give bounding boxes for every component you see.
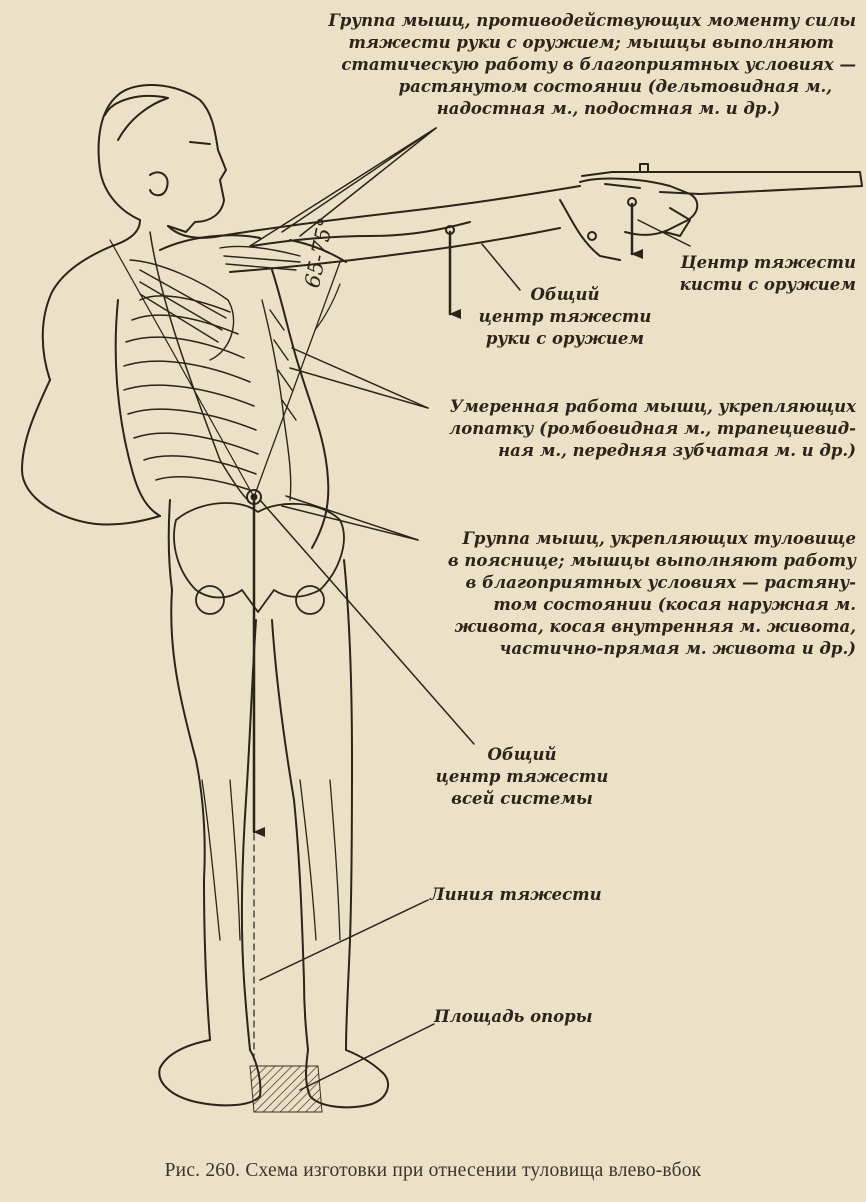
label-line: руки с оружием	[470, 328, 660, 350]
label-line: том состоянии (косая наружная м.	[420, 594, 856, 616]
label-line: в благоприятных условиях — растяну-	[420, 572, 856, 594]
label-line: частично-прямая м. живота и др.)	[420, 638, 856, 660]
label-line: Общий	[470, 284, 660, 306]
figure-caption: Рис. 260. Схема изготовки при отнесении …	[0, 1160, 866, 1182]
label-system-center: Общий центр тяжести всей системы	[422, 744, 622, 810]
label-arm-muscles: Группа мышц, противодействующих моменту …	[288, 10, 856, 120]
label-line: растянутом состоянии (дельтовидная м.,	[288, 76, 832, 98]
label-hand-center: Центр тяжести кисти с оружием	[640, 252, 856, 296]
label-line: центр тяжести	[422, 766, 622, 788]
label-line: живота, косая внутренняя м. живота,	[420, 616, 856, 638]
label-line: Центр тяжести	[640, 252, 856, 274]
pistol-and-hand	[560, 164, 862, 260]
label-line: статическую работу в благоприятных услов…	[288, 54, 856, 76]
label-gravity-line: Линия тяжести	[430, 884, 650, 906]
label-line: всей системы	[422, 788, 622, 810]
label-support-area: Площадь опоры	[434, 1006, 654, 1028]
head	[99, 85, 226, 232]
support-area-hatch	[250, 1066, 322, 1112]
label-scapula-muscles: Умеренная работа мышц, укрепляющих лопат…	[428, 396, 856, 462]
label-line: Группа мышц, укрепляющих туловище	[420, 528, 856, 550]
label-arm-center: Общий центр тяжести руки с оружием	[470, 284, 660, 350]
label-line: Умеренная работа мышц, укрепляющих	[428, 396, 856, 418]
label-line: Линия тяжести	[430, 884, 650, 906]
label-line: Группа мышц, противодействующих моменту …	[288, 10, 856, 32]
legs	[171, 560, 352, 1050]
label-line: Площадь опоры	[434, 1006, 654, 1028]
label-trunk-muscles: Группа мышц, укрепляющих туловище в пояс…	[420, 528, 856, 660]
label-line: центр тяжести	[470, 306, 660, 328]
label-line: тяжести руки с оружием; мышцы выполняют	[288, 32, 834, 54]
label-line: в пояснице; мышцы выполняют работу	[420, 550, 856, 572]
label-line: Общий	[422, 744, 622, 766]
pelvis	[174, 503, 344, 614]
label-line: надостная м., подостная м. и др.)	[288, 98, 780, 120]
label-line: кисти с оружием	[640, 274, 856, 296]
label-line: ная м., передняя зубчатая м. и др.)	[428, 440, 856, 462]
label-line: лопатку (ромбовидная м., трапециевид-	[428, 418, 856, 440]
